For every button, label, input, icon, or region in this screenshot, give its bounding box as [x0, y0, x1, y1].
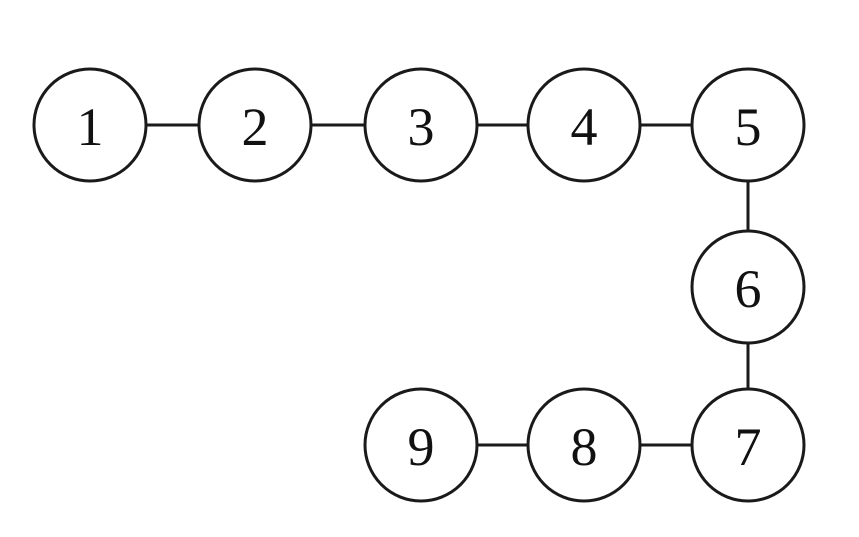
- node-label-2: 2: [242, 97, 269, 157]
- node-9: 9: [363, 387, 479, 503]
- node-label-3: 3: [408, 97, 435, 157]
- node-circle-6: [690, 229, 806, 345]
- node-label-5: 5: [735, 97, 762, 157]
- node-5: 5: [690, 67, 806, 183]
- node-label-6: 6: [735, 259, 762, 319]
- node-circle-2: [197, 67, 313, 183]
- node-circle-9: [363, 387, 479, 503]
- node-label-7: 7: [735, 417, 762, 477]
- node-6: 6: [690, 229, 806, 345]
- node-4: 4: [526, 67, 642, 183]
- node-label-9: 9: [408, 417, 435, 477]
- node-3: 3: [363, 67, 479, 183]
- node-circle-5: [690, 67, 806, 183]
- node-circle-4: [526, 67, 642, 183]
- node-circle-1: [32, 67, 148, 183]
- node-circle-7: [690, 387, 806, 503]
- node-circle-8: [526, 387, 642, 503]
- node-8: 8: [526, 387, 642, 503]
- node-label-1: 1: [77, 97, 104, 157]
- node-label-4: 4: [571, 97, 598, 157]
- node-circle-3: [363, 67, 479, 183]
- graph-nodes: 1 2 3 4 5 6 7 8 9: [32, 67, 806, 503]
- node-1: 1: [32, 67, 148, 183]
- node-label-8: 8: [571, 417, 598, 477]
- node-2: 2: [197, 67, 313, 183]
- node-7: 7: [690, 387, 806, 503]
